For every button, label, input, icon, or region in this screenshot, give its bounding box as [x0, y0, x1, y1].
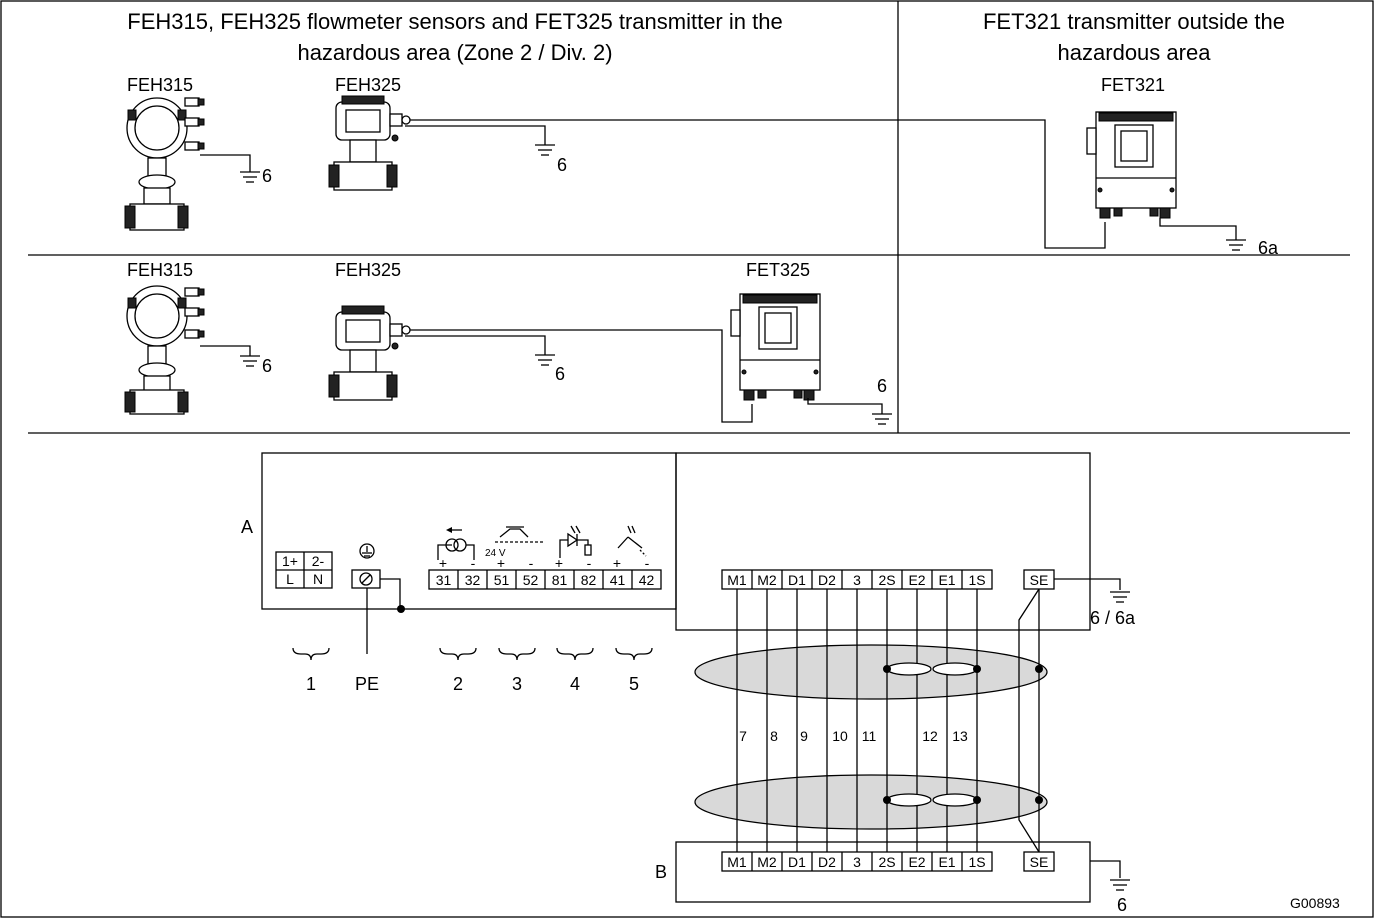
feh315-label-row2: FEH315 — [127, 260, 193, 280]
fet321-transmitter-icon — [1086, 111, 1177, 219]
minus-32: - — [471, 555, 476, 571]
fet321-label: FET321 — [1101, 75, 1165, 95]
term-bot-m1: M1 — [727, 854, 747, 870]
power-terminals: 1+ 2- L N — [275, 551, 333, 589]
cable-number-9: 9 — [800, 728, 808, 744]
row1-devices: FEH315 FEH325 FET321 6 — [124, 75, 1279, 258]
term-bot-d1: D1 — [788, 854, 806, 870]
ground-6-feh315-row2: 6 — [262, 356, 272, 376]
group-label-1: 1 — [306, 674, 316, 694]
ground-6-feh325-row2: 6 — [555, 364, 565, 384]
group-label-4: 4 — [570, 674, 580, 694]
feh325-sensor-icon — [328, 95, 411, 191]
terminal-31: 31 — [436, 572, 452, 588]
header-right-line1: FET321 transmitter outside the — [983, 9, 1285, 34]
switch-output-icon — [617, 525, 647, 557]
terminal-box-b: B M1 M2 D1 D2 3 2S E2 E1 1S SE 6 — [655, 841, 1131, 915]
headers: FEH315, FEH325 flowmeter sensors and FET… — [127, 9, 1285, 65]
term-bot-se: SE — [1030, 854, 1049, 870]
feh325-sensor-icon-row2 — [328, 305, 411, 401]
figure-id: G00893 — [1290, 895, 1340, 911]
ground-6a-fet321: 6a — [1258, 238, 1279, 258]
terminal-l: L — [286, 571, 294, 587]
terminal-81: 81 — [552, 572, 568, 588]
term-top-2s: 2S — [878, 572, 895, 588]
ground-6-feh325-row1: 6 — [557, 155, 567, 175]
terminal-52: 52 — [523, 572, 539, 588]
feh325-label-row1: FEH325 — [335, 75, 401, 95]
cable-number-11: 11 — [862, 728, 877, 744]
ground-6-fet325: 6 — [877, 376, 887, 396]
header-left-line2: hazardous area (Zone 2 / Div. 2) — [297, 40, 612, 65]
cable-number-7: 7 — [739, 728, 747, 744]
term-top-m2: M2 — [757, 572, 777, 588]
cable-number-12: 12 — [922, 728, 938, 744]
minus-42: - — [645, 555, 650, 571]
plus-81: + — [555, 555, 563, 571]
connector-terminals-top: M1 M2 D1 D2 3 2S E2 E1 1S SE 6 / 6a — [721, 569, 1136, 628]
term-top-e1: E1 — [938, 572, 955, 588]
fet325-label: FET325 — [746, 260, 810, 280]
term-top-m1: M1 — [727, 572, 747, 588]
term-top-3: 3 — [853, 572, 861, 588]
term-top-d2: D2 — [818, 572, 836, 588]
terminal-2minus: 2- — [312, 553, 325, 569]
optocoupler-output-icon — [559, 525, 592, 558]
terminal-41: 41 — [610, 572, 626, 588]
terminal-51: 51 — [494, 572, 510, 588]
feh325-label-row2: FEH325 — [335, 260, 401, 280]
signal-terminals: 31 32 51 52 81 82 41 42 + - + - + - + - … — [428, 525, 662, 590]
ground-6-box-b: 6 — [1117, 895, 1127, 915]
group-label-2: 2 — [453, 674, 463, 694]
feh315-sensor-icon — [124, 97, 205, 231]
terminal-n: N — [313, 571, 323, 587]
group-label-3: 3 — [512, 674, 522, 694]
minus-52: - — [529, 555, 534, 571]
terminal-32: 32 — [465, 572, 481, 588]
group-label-pe: PE — [355, 674, 379, 694]
term-bot-e2: E2 — [908, 854, 925, 870]
term-bot-2s: 2S — [878, 854, 895, 870]
plus-41: + — [613, 555, 621, 571]
ground-6-feh315-row1: 6 — [262, 166, 272, 186]
term-top-e2: E2 — [908, 572, 925, 588]
feh315-label-row1: FEH315 — [127, 75, 193, 95]
term-bot-e1: E1 — [938, 854, 955, 870]
minus-82: - — [587, 555, 592, 571]
transistor-output-icon — [495, 526, 545, 543]
volt-label: 24 V — [485, 548, 506, 559]
term-bot-m2: M2 — [757, 854, 777, 870]
header-right-line2: hazardous area — [1058, 40, 1212, 65]
earth-screw-icon — [359, 572, 373, 586]
group-label-5: 5 — [629, 674, 639, 694]
terminal-box-a: A 1+ 2- L N — [241, 452, 1091, 694]
pe-terminal — [351, 543, 405, 654]
cable-number-8: 8 — [770, 728, 778, 744]
group-braces: 1 PE 2 3 4 5 — [292, 647, 653, 694]
feh315-sensor-icon-row2 — [124, 285, 205, 415]
term-top-d1: D1 — [788, 572, 806, 588]
plus-31: + — [439, 555, 447, 571]
current-output-icon — [437, 527, 475, 560]
terminal-82: 82 — [581, 572, 597, 588]
terminal-42: 42 — [639, 572, 655, 588]
unit-b-label: B — [655, 862, 667, 882]
term-top-se: SE — [1030, 572, 1049, 588]
fet325-transmitter-icon — [730, 293, 821, 401]
terminal-1plus: 1+ — [282, 553, 298, 569]
term-bot-1s: 1S — [968, 854, 985, 870]
row2-devices: FEH315 FEH325 FET325 6 — [124, 260, 893, 425]
ground-6-6a-label: 6 / 6a — [1090, 608, 1136, 628]
term-bot-d2: D2 — [818, 854, 836, 870]
unit-a-label: A — [241, 517, 253, 537]
signal-cable: 7 8 9 10 11 12 13 — [694, 588, 1048, 853]
header-left-line1: FEH315, FEH325 flowmeter sensors and FET… — [127, 9, 782, 34]
cable-number-10: 10 — [832, 728, 848, 744]
cable-number-13: 13 — [952, 728, 968, 744]
term-top-1s: 1S — [968, 572, 985, 588]
term-bot-3: 3 — [853, 854, 861, 870]
plus-51: + — [497, 555, 505, 571]
